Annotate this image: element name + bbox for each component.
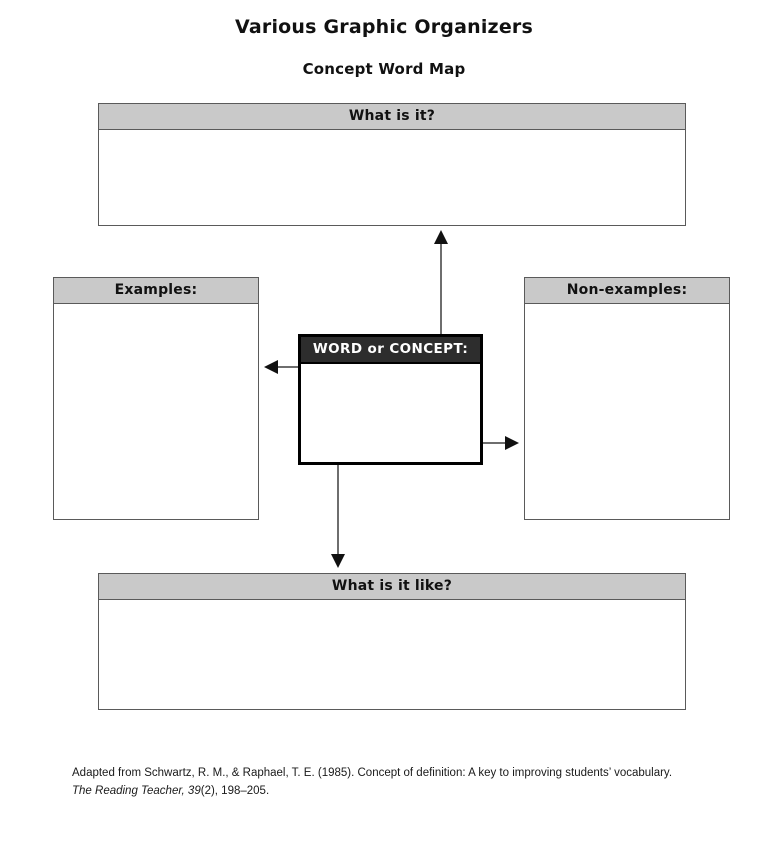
organizer-box-examples-label: Examples:: [54, 278, 258, 304]
citation-line-2-suffix: (2), 198–205.: [200, 784, 270, 797]
organizer-box-what-is-it-label: What is it?: [99, 104, 685, 130]
citation-journal: The Reading Teacher, 39: [72, 784, 201, 797]
organizer-box-what-is-it[interactable]: What is it?: [98, 103, 686, 226]
organizer-box-what-is-it-like-label: What is it like?: [99, 574, 685, 600]
source-citation: Adapted from Schwartz, R. M., & Raphael,…: [72, 765, 692, 801]
organizer-box-word-or-concept[interactable]: WORD or CONCEPT:: [298, 334, 483, 465]
organizer-box-examples-input[interactable]: [54, 304, 258, 519]
citation-line-2-prefix: vocabulary.: [614, 767, 673, 779]
citation-line-1: Adapted from Schwartz, R. M., & Raphael,…: [72, 767, 611, 779]
organizer-box-examples[interactable]: Examples:: [53, 277, 259, 520]
organizer-box-non-examples-input[interactable]: [525, 304, 729, 519]
page-title: Various Graphic Organizers: [235, 16, 533, 38]
organizer-box-non-examples-label: Non-examples:: [525, 278, 729, 304]
organizer-box-word-or-concept-input[interactable]: [301, 362, 480, 462]
organizer-box-word-or-concept-label: WORD or CONCEPT:: [301, 337, 480, 362]
organizer-box-what-is-it-input[interactable]: [99, 130, 685, 225]
organizer-box-what-is-it-like-input[interactable]: [99, 600, 685, 709]
page-subtitle: Concept Word Map: [302, 60, 466, 78]
organizer-box-what-is-it-like[interactable]: What is it like?: [98, 573, 686, 710]
organizer-box-non-examples[interactable]: Non-examples:: [524, 277, 730, 520]
